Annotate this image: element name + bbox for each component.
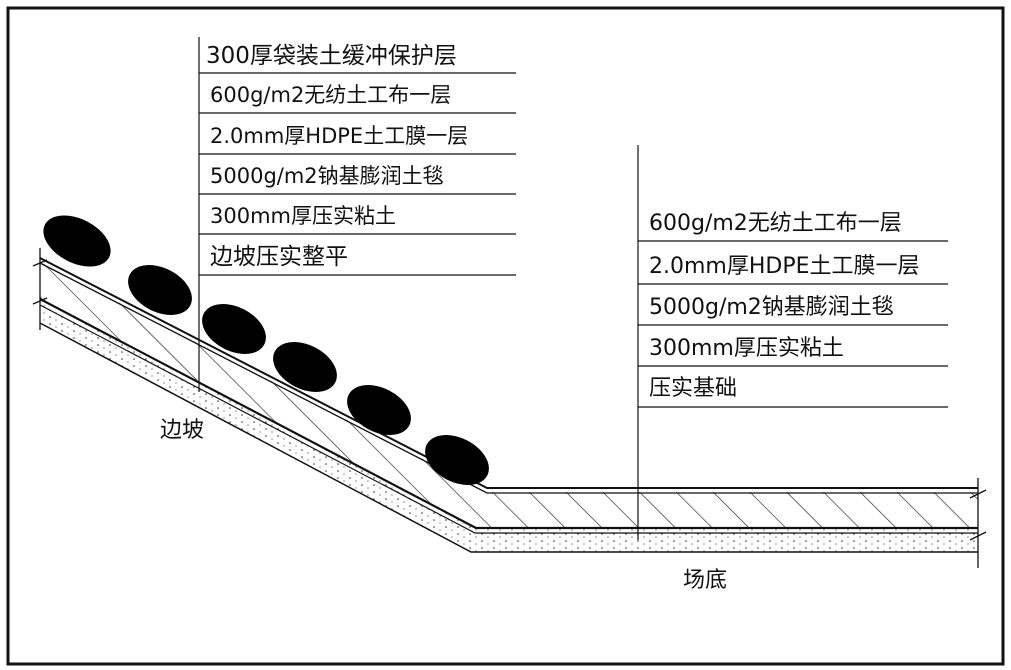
floor-leader (637, 145, 948, 540)
slope-layer-label-2: 600g/m2无纺土工布一层 (210, 83, 452, 107)
outer-border (6, 6, 1005, 666)
slope-layer-label-6: 边坡压实整平 (210, 244, 348, 270)
floor-layer-label-4: 300mm厚压实粘土 (649, 336, 844, 361)
layer-lines (39, 257, 978, 553)
sandbag (273, 342, 337, 392)
floor-layer-label-3: 5000g/m2钠基膨润土毯 (649, 295, 894, 320)
floor-region-label: 场底 (683, 568, 728, 593)
floor-layer-label-5: 压实基础 (649, 376, 738, 401)
break-mark-left (32, 248, 48, 330)
sandbag (128, 265, 192, 315)
slope-layer-label-1: 300厚袋装土缓冲保护层 (206, 43, 457, 69)
floor-layer-label-2: 2.0mm厚HDPE土工膜一层 (649, 254, 920, 279)
slope-leader (198, 37, 516, 392)
slope-region-label: 边坡 (160, 418, 205, 443)
break-mark-right (969, 478, 987, 568)
sandbag (202, 304, 266, 354)
sandbag (347, 385, 411, 435)
sandbags (43, 215, 489, 485)
floor-layer-label-1: 600g/m2无纺土工布一层 (649, 211, 902, 236)
sandbag (43, 215, 111, 267)
slope-layer-label-5: 300mm厚压实粘土 (210, 204, 396, 228)
clay-layer (40, 262, 978, 528)
sandbag (425, 435, 489, 485)
slope-layer-label-3: 2.0mm厚HDPE土工膜一层 (210, 124, 469, 148)
slope-layer-label-4: 5000g/m2钠基膨润土毯 (210, 164, 444, 188)
